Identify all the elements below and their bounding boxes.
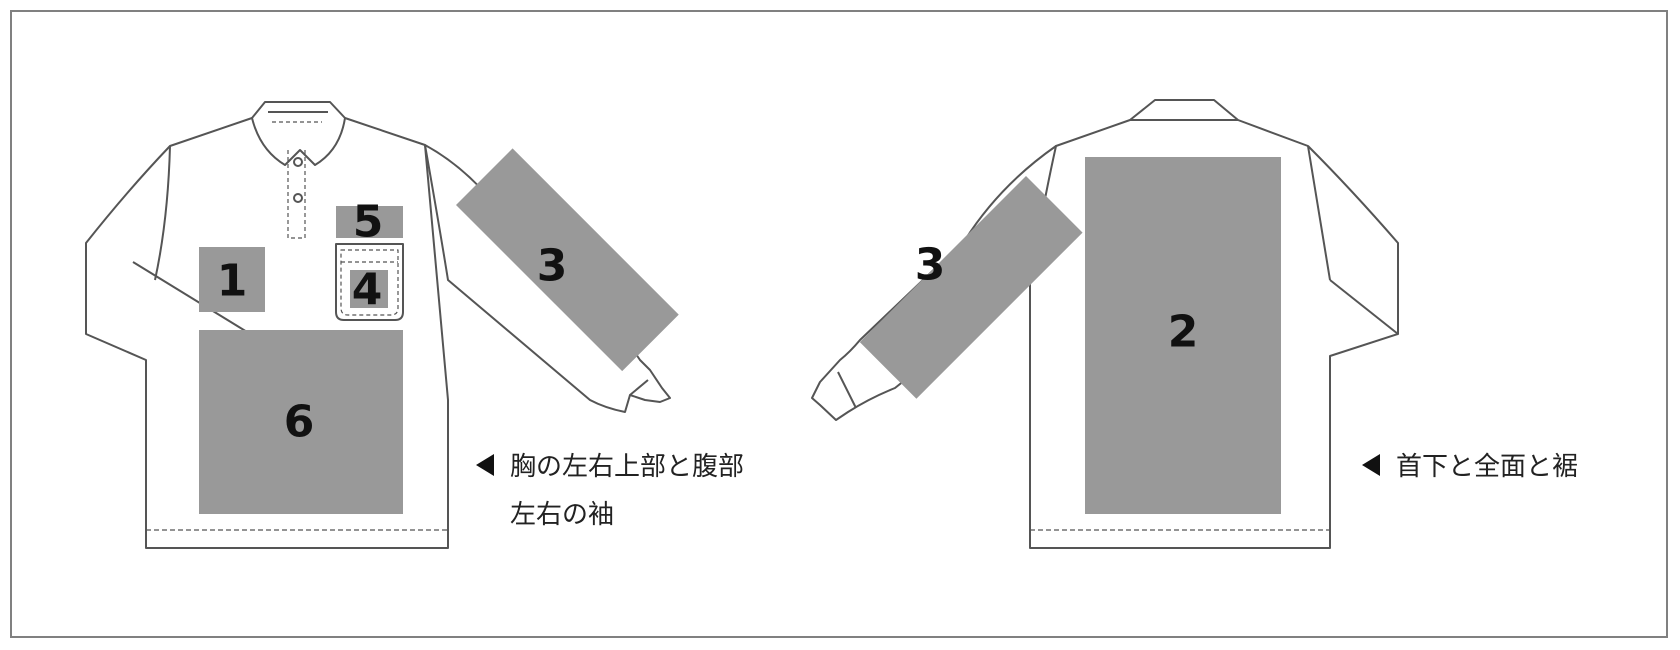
back-caption-line1: 首下と全面と裾 (1396, 452, 1579, 482)
front-left-sleeve-seam (154, 145, 171, 281)
front-right-cuff-line (629, 379, 649, 396)
back-left-cuff-line (837, 371, 857, 409)
zone-6-label: 6 (284, 397, 315, 448)
front-shirt-body (85, 117, 449, 549)
front-placket (287, 150, 306, 239)
front-left-arm-line (132, 261, 253, 336)
back-right-sleeve-seam (1307, 145, 1331, 281)
back-left-sleeve (811, 145, 1057, 421)
front-zone-3-rect (456, 148, 679, 372)
zone-3-label-back: 3 (915, 240, 946, 291)
zone-1-rect (199, 247, 265, 312)
left-arrow-icon (476, 453, 494, 476)
zone-4-rect (350, 270, 388, 308)
back-shirt-body (1029, 99, 1399, 549)
zone-2-rect (1085, 157, 1281, 514)
front-button-1 (293, 157, 303, 167)
back-zone-3-rect (859, 176, 1083, 399)
zone-1-label: 1 (217, 256, 248, 307)
front-pocket-stitch (340, 249, 399, 316)
front-caption-line2: 左右の袖 (510, 500, 615, 530)
zone-5-rect (336, 206, 403, 238)
zone-5-label: 5 (353, 197, 384, 248)
zone-4-label: 4 (352, 265, 383, 316)
back-caption: 首下と全面と裾 (1362, 443, 1578, 491)
front-caption: 胸の左右上部と腹部 左右の袖 (476, 443, 744, 539)
zone-3-label-front: 3 (537, 241, 568, 292)
left-arrow-icon (1362, 453, 1380, 476)
front-collar (251, 101, 346, 166)
front-caption-line1: 胸の左右上部と腹部 (510, 452, 745, 482)
back-right-arm-line (1329, 279, 1399, 335)
front-button-2 (293, 193, 303, 203)
diagram-frame (10, 10, 1668, 638)
zone-2-label: 2 (1168, 307, 1199, 358)
back-shirt (811, 99, 1399, 549)
zone-6-rect (199, 330, 403, 514)
front-pocket (335, 243, 404, 321)
